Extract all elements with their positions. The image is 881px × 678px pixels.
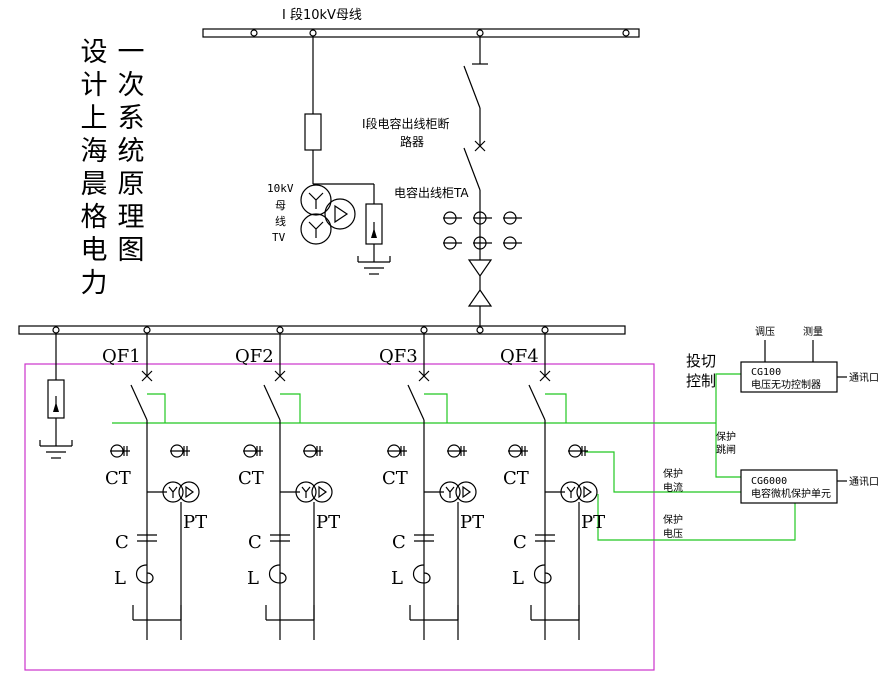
feeder-pt-label: PT <box>460 512 484 533</box>
outgoing-breaker-label-2: 路器 <box>400 134 424 149</box>
feeder-ct-label: CT <box>382 468 408 489</box>
diagram-title: 一次系统原理图 <box>117 37 145 266</box>
equipment-frame <box>24 363 655 671</box>
feeder-breaker-label: QF1 <box>102 346 141 367</box>
cg100-comm-port: 通讯口 <box>849 372 879 384</box>
protection-trip-label-2: 跳闸 <box>716 443 736 456</box>
tv-label-4: TV <box>272 231 286 244</box>
control-signal-lines <box>112 373 796 541</box>
feeder-capacitor-label: C <box>513 532 527 553</box>
feeder-breaker-label: QF4 <box>500 346 539 367</box>
protection-current-label-1: 保护 <box>663 467 683 480</box>
feeder-ct-label: CT <box>105 468 131 489</box>
feeder-reactor-label: L <box>391 568 403 589</box>
feeder-ct-label: CT <box>503 468 529 489</box>
designer-credit: 设计上海晨格电力 <box>80 37 108 299</box>
feeder-reactor-label: L <box>114 568 126 589</box>
top-busbar <box>202 28 640 38</box>
feeder-capacitor-label: C <box>115 532 129 553</box>
voltage-transformer-branch <box>300 37 391 275</box>
tv-label-2: 母 <box>275 199 286 212</box>
protection-current-label-2: 电流 <box>663 481 683 494</box>
feeder-reactor-label: L <box>512 568 524 589</box>
cg6000-protection-unit <box>740 469 847 504</box>
ta-row-2 <box>443 236 522 250</box>
tv-label-3: 线 <box>275 214 286 228</box>
switch-control-label-1: 投切 <box>686 352 716 370</box>
feeder-ct-label: CT <box>238 468 264 489</box>
cg6000-comm-port: 通讯口 <box>849 476 879 488</box>
outgoing-breaker-label-1: I段电容出线柜断 <box>362 116 450 131</box>
tv-label-1: 10kV <box>267 182 294 195</box>
outgoing-ta-label: 电容出线柜TA <box>394 185 469 200</box>
protection-voltage-label-2: 电压 <box>663 527 683 540</box>
feeder-pt-label: PT <box>316 512 340 533</box>
feeder-pt-label: PT <box>183 512 207 533</box>
protection-voltage-label-1: 保护 <box>663 513 683 526</box>
protection-trip-label-1: 保护 <box>716 430 736 443</box>
ta-row-1 <box>443 211 522 225</box>
outgoing-cabinet-branch <box>443 37 522 326</box>
feeder-breaker-label: QF3 <box>379 346 418 367</box>
feeder-capacitor-label: C <box>392 532 406 553</box>
lower-busbar <box>18 325 626 335</box>
cg100-name: 电压无功控制器 <box>751 378 821 391</box>
switch-control-label-2: 控制 <box>686 372 716 390</box>
cg100-input-voltage-regulation: 调压 <box>755 326 775 338</box>
feeder-capacitor-label: C <box>248 532 262 553</box>
cg6000-model: CG6000 <box>751 476 787 487</box>
feeder-pt-label: PT <box>581 512 605 533</box>
cg100-input-measurement: 测量 <box>803 325 823 338</box>
bus-arrester <box>39 334 73 459</box>
cg100-controller <box>740 340 847 393</box>
cg6000-name: 电容微机保护单元 <box>751 487 831 500</box>
feeder-reactor-label: L <box>247 568 259 589</box>
feeder-breaker-label: QF2 <box>235 346 274 367</box>
top-bus-label: I 段10kV母线 <box>282 8 362 23</box>
cg100-model: CG100 <box>751 367 781 378</box>
